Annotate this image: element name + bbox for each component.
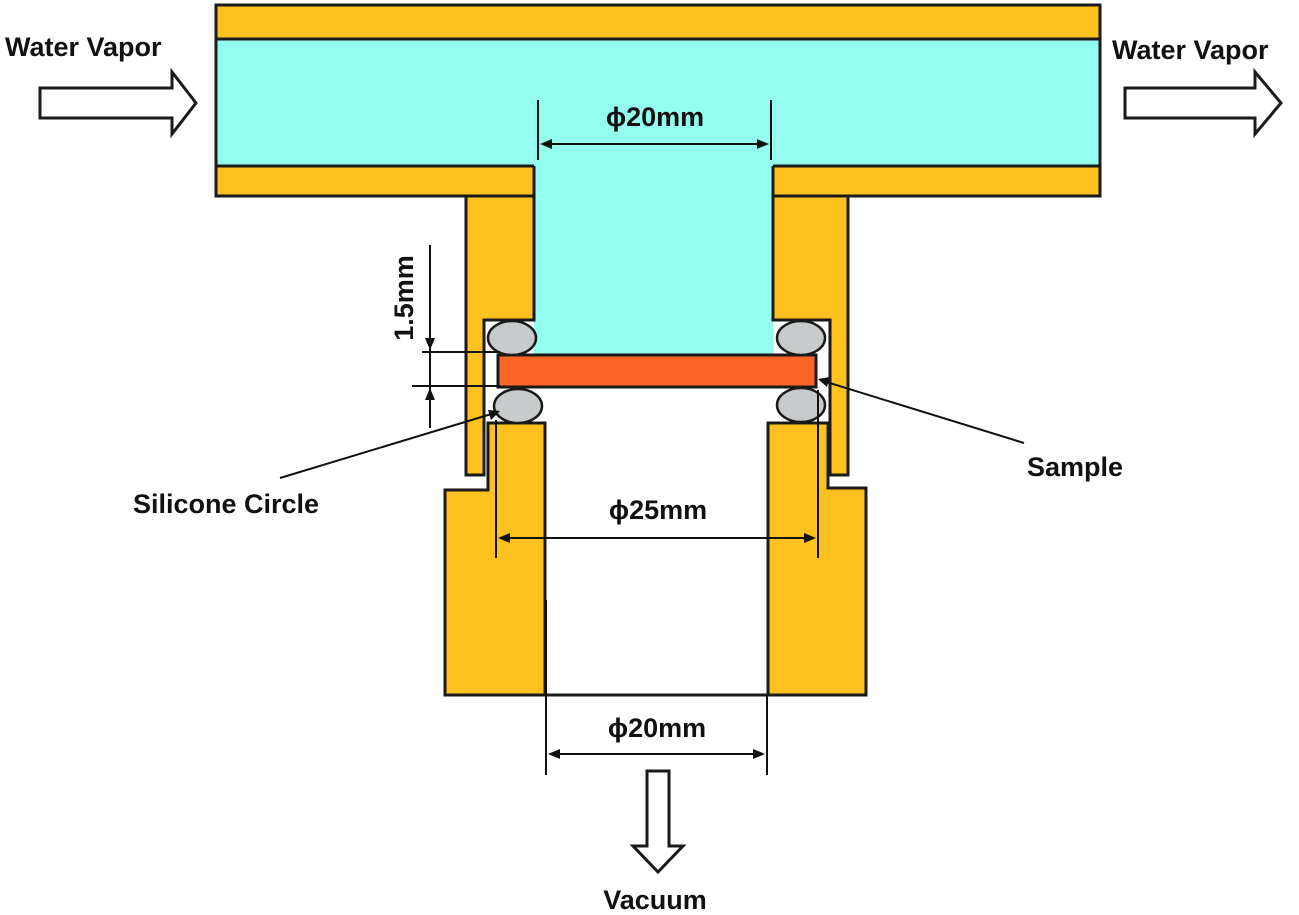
seal-upper-left (486, 319, 538, 357)
silicone-label: Silicone Circle (133, 489, 319, 519)
seal-lower-right (775, 386, 827, 424)
mid-diameter-dimension (495, 390, 819, 558)
thickness-dimension (412, 245, 500, 428)
vacuum-arrow-icon (629, 769, 687, 875)
sample-label: Sample (1027, 452, 1123, 482)
base-wall-left (443, 421, 547, 697)
stem-wall-right (771, 194, 850, 477)
stem-wall-left (464, 194, 536, 477)
seal-lower-left (492, 387, 544, 425)
outlet-label: Water Vapor (1112, 35, 1269, 65)
top-tube-wall-lower-left (214, 164, 536, 198)
inlet-label: Water Vapor (5, 32, 162, 62)
outlet-arrow-icon (1123, 67, 1283, 139)
thickness-label: 1.5mm (389, 255, 419, 341)
sample-disc (496, 353, 818, 389)
silicone-leader-line (279, 411, 499, 479)
top-tube-wall-lower-right (771, 164, 1102, 198)
top-diameter-label: ϕ20mm (606, 102, 704, 132)
vacuum-label: Vacuum (603, 885, 707, 915)
seal-upper-right (775, 319, 827, 357)
top-tube-wall-upper (214, 3, 1102, 41)
sample-leader-line (819, 379, 1025, 444)
bottom-diameter-label: ϕ20mm (608, 713, 706, 743)
mid-diameter-label: ϕ25mm (609, 495, 707, 525)
inlet-arrow-icon (38, 67, 198, 139)
bottom-diameter-dimension (545, 600, 768, 775)
top-diameter-dimension (537, 100, 772, 160)
stem-channel (534, 160, 773, 360)
